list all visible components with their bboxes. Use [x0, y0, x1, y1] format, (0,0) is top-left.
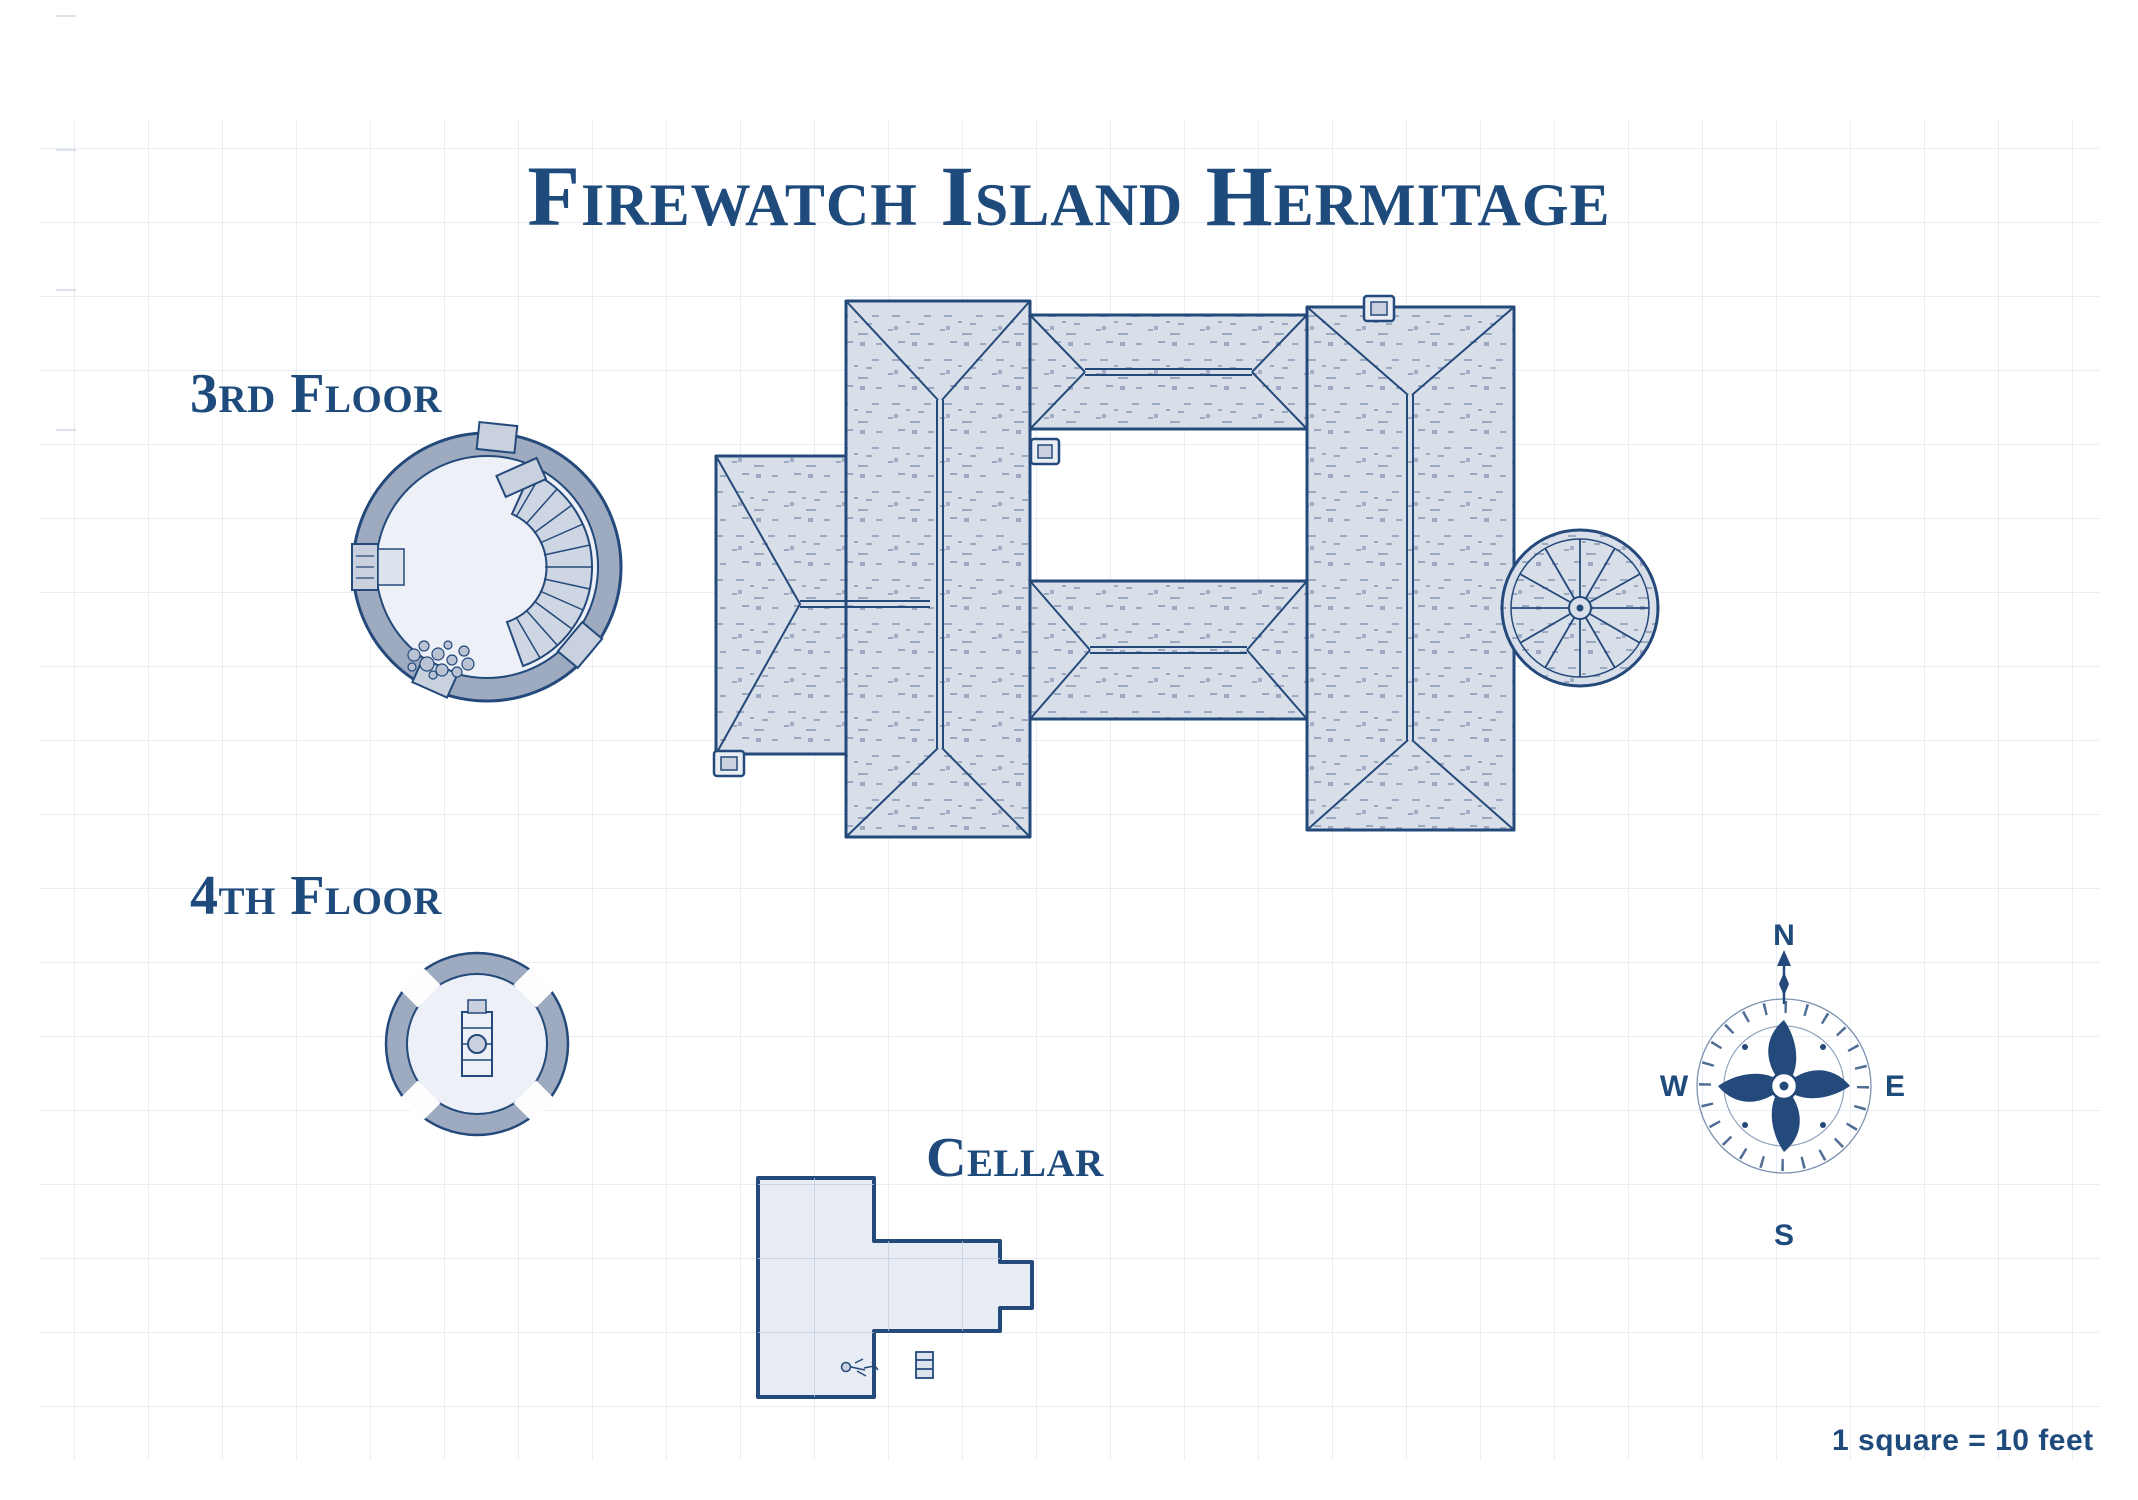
roof-left-annex [714, 454, 848, 756]
cellar-ladder [915, 1351, 934, 1379]
cellar-skeleton-debris [840, 1358, 879, 1377]
north-door [475, 420, 519, 455]
roof-plan [712, 294, 1660, 839]
floor3-rubble [407, 640, 475, 680]
compass-pinwheel [1718, 1020, 1850, 1152]
chimney [1029, 437, 1061, 466]
compass-north-needle [1777, 950, 1791, 1004]
compass-rose [1696, 950, 1872, 1174]
edge-marks [56, 15, 76, 431]
roof-middle-hall [1028, 579, 1309, 721]
label-3rd-floor: 3rd Floor [190, 363, 442, 425]
scale-note: 1 square = 10 feet [1832, 1424, 2094, 1457]
west-door-planks [356, 555, 374, 579]
floor4-tower [384, 951, 570, 1137]
roof-hip-ridge-lines [715, 300, 1515, 838]
compass-label-east: E [1884, 1070, 1906, 1103]
compass-tick-ring [1699, 1001, 1869, 1171]
floor4-winch-ladder [461, 999, 493, 1077]
label-cellar: Cellar [926, 1127, 1104, 1189]
compass-label-west: W [1659, 1070, 1689, 1103]
chimney [1362, 294, 1396, 323]
stair-door [556, 620, 604, 670]
map-title: Firewatch Island Hermitage [527, 147, 1611, 244]
tower-conical-roof [1500, 528, 1660, 688]
floor3-tower [351, 420, 623, 703]
roof-north-hall [1028, 313, 1309, 431]
roof-right-wing [1305, 305, 1516, 832]
floor3-bench [377, 548, 405, 586]
chimneys [712, 294, 1396, 778]
floor4-wall-gaps [399, 966, 555, 1122]
floor3-table [495, 456, 548, 499]
chimney [712, 749, 746, 778]
roof-spokes [1511, 539, 1649, 677]
compass-label-north: N [1773, 919, 1795, 952]
label-4th-floor: 4th Floor [190, 865, 442, 927]
compass-label-south: S [1773, 1219, 1795, 1252]
